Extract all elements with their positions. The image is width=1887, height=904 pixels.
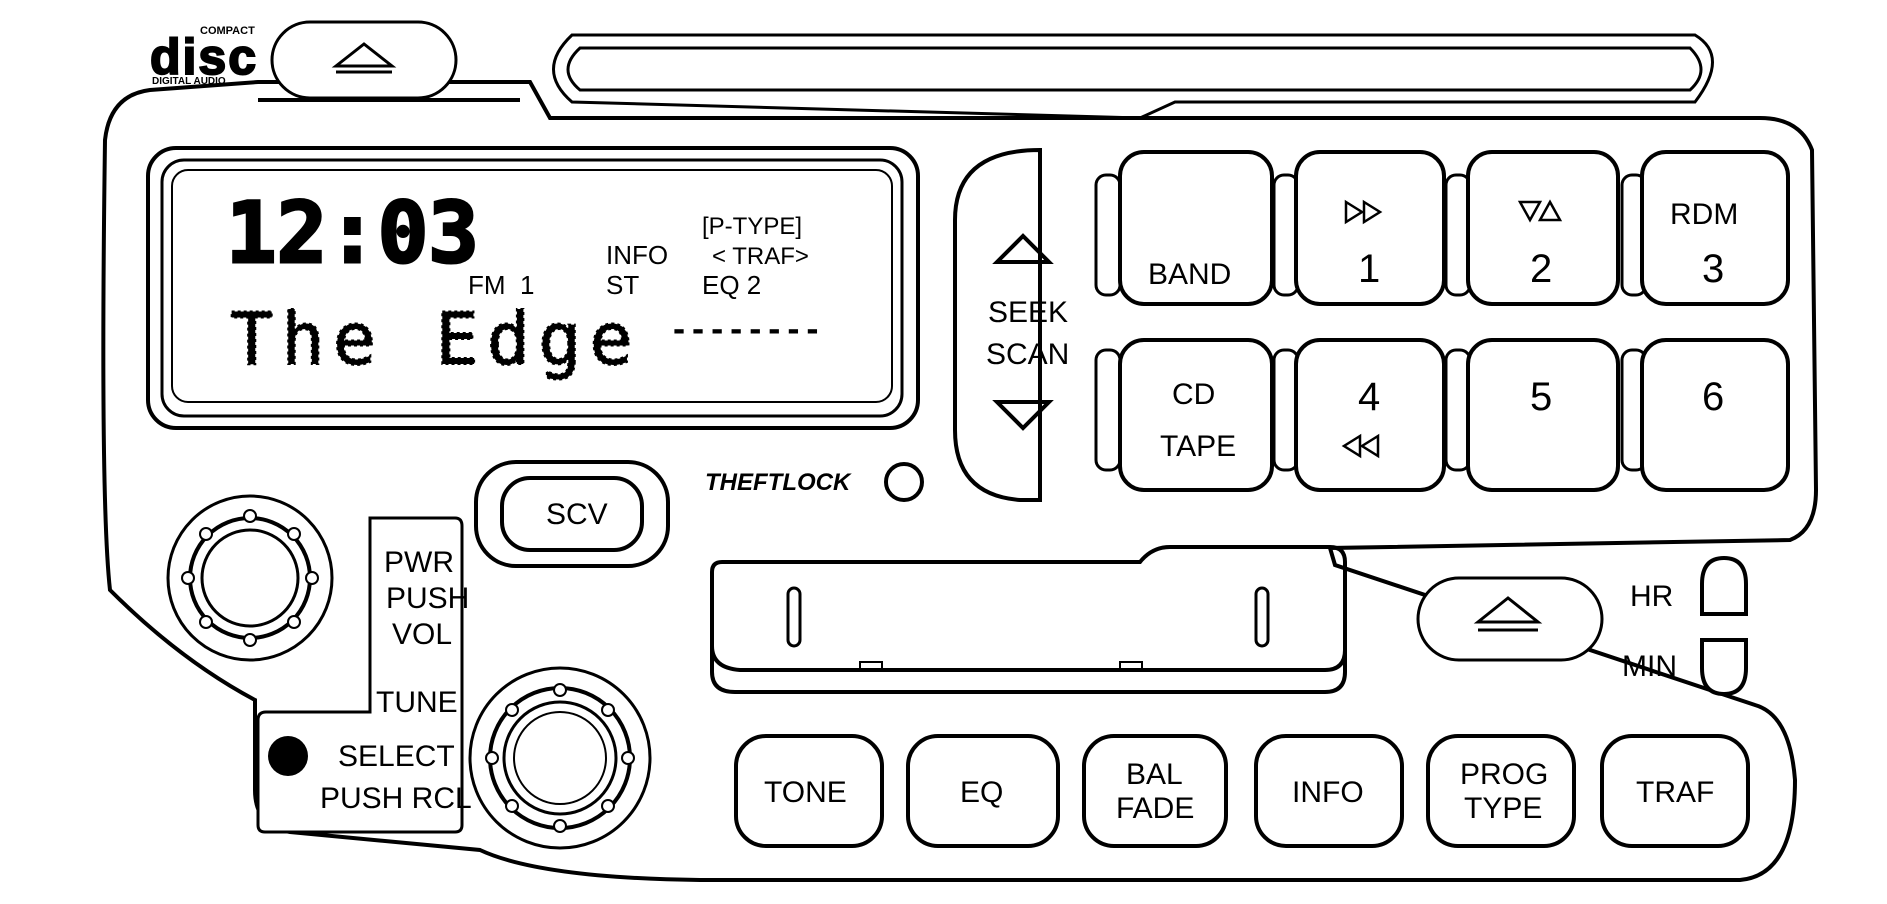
seek-up-icon[interactable] (992, 233, 1054, 264)
lcd-stereo: ST (606, 270, 639, 300)
cd-eject-button[interactable] (270, 20, 458, 100)
prog-label: PROG (1460, 758, 1548, 791)
preset-5-button[interactable]: 5 (1466, 338, 1620, 492)
tape-slot (710, 545, 1347, 694)
info-button[interactable]: INFO (1254, 734, 1404, 848)
select-label: SELECT (338, 740, 455, 773)
tape-eject-button[interactable] (1416, 576, 1604, 662)
theftlock-label: THEFTLOCK (705, 469, 852, 496)
push-rcl-label: PUSH RCL (320, 782, 472, 815)
lcd-eq: EQ 2 (702, 270, 761, 300)
vol-label: VOL (392, 618, 452, 651)
band-button[interactable]: BAND (1118, 150, 1274, 306)
lcd-station: The Edge (230, 297, 641, 381)
lcd-traf: < TRAF> (712, 243, 809, 270)
scv-label: SCV (546, 498, 608, 531)
hr-label: HR (1630, 580, 1673, 613)
control-label-panel: PWR PUSH VOL TUNE SELECT PUSH RCL (256, 516, 472, 834)
eject-icon (1473, 596, 1543, 632)
volume-knob-grips (181, 509, 319, 647)
type-label: TYPE (1464, 792, 1542, 825)
tune-knob[interactable] (468, 666, 652, 850)
seek-down-icon[interactable] (992, 400, 1054, 431)
seek-scan-rocker[interactable]: SEEK SCAN (953, 147, 1069, 502)
preset-2-label: 2 (1530, 247, 1552, 291)
pwr-label: PWR (384, 546, 454, 579)
scan-label: SCAN (986, 338, 1069, 371)
faceplate-body (101, 80, 1819, 882)
preset-2-button[interactable]: 2 (1466, 150, 1620, 306)
minute-button[interactable]: MIN (1622, 638, 1748, 697)
min-label: MIN (1622, 650, 1677, 683)
tune-label: TUNE (376, 686, 458, 719)
lcd-band: FM 1 (468, 270, 534, 300)
lcd-dashes: -------- (670, 313, 823, 348)
bal-fade-button[interactable]: BAL FADE (1082, 734, 1228, 848)
tone-label: TONE (764, 776, 847, 809)
theftlock-led (884, 462, 924, 502)
side-swap-icon (1517, 199, 1563, 223)
preset-4-button[interactable]: 4 (1294, 338, 1446, 492)
cd-label: CD (1172, 378, 1215, 411)
random-label: RDM (1670, 198, 1738, 231)
fast-forward-icon (1344, 199, 1383, 225)
bal-label: BAL (1126, 758, 1183, 791)
theftlock-indicator: THEFTLOCK (705, 462, 924, 502)
rewind-icon (1341, 433, 1380, 459)
eq-button[interactable]: EQ (906, 734, 1060, 848)
info-label: INFO (1292, 776, 1364, 809)
preset-3-label: 3 (1702, 247, 1724, 291)
preset-3-button[interactable]: RDM 3 (1640, 150, 1790, 306)
tune-knob-grips (485, 683, 635, 833)
cd-slot (552, 33, 1714, 120)
lcd-display: 12:03 FM 1 INFO ST [P-TYPE] < TRAF> EQ 2… (146, 146, 920, 430)
logo-disc-text: disc (150, 29, 258, 85)
tape-label: TAPE (1160, 430, 1236, 463)
lcd-info: INFO (606, 240, 668, 270)
preset-6-label: 6 (1702, 375, 1724, 419)
lcd-ptype: [P-TYPE] (702, 213, 802, 240)
preset-4-label: 4 (1358, 375, 1380, 419)
scv-button[interactable]: SCV (474, 460, 670, 568)
logo-compact-text: COMPACT (200, 25, 255, 37)
eject-icon (331, 42, 397, 74)
volume-knob[interactable] (166, 494, 334, 662)
preset-1-button[interactable]: 1 (1294, 150, 1446, 306)
seek-label: SEEK (988, 296, 1068, 329)
band-label: BAND (1148, 258, 1231, 291)
preset-6-button[interactable]: 6 (1640, 338, 1790, 492)
preset-1-label: 1 (1358, 247, 1380, 291)
hour-button[interactable]: HR (1630, 555, 1748, 616)
traf-label: TRAF (1636, 776, 1714, 809)
eq-label: EQ (960, 776, 1003, 809)
push-label: PUSH (386, 582, 469, 615)
status-dot-icon (268, 736, 308, 776)
compact-disc-logo: COMPACT disc DIGITAL AUDIO (149, 25, 258, 87)
fade-label: FADE (1116, 792, 1194, 825)
preset-5-label: 5 (1530, 375, 1552, 419)
traf-button[interactable]: TRAF (1600, 734, 1750, 848)
lcd-clock: 12:03 (226, 184, 479, 282)
cd-tape-button[interactable]: CD TAPE (1118, 338, 1274, 492)
logo-digital-audio-text: DIGITAL AUDIO (152, 76, 226, 87)
tone-button[interactable]: TONE (734, 734, 884, 848)
prog-type-button[interactable]: PROG TYPE (1426, 734, 1576, 848)
